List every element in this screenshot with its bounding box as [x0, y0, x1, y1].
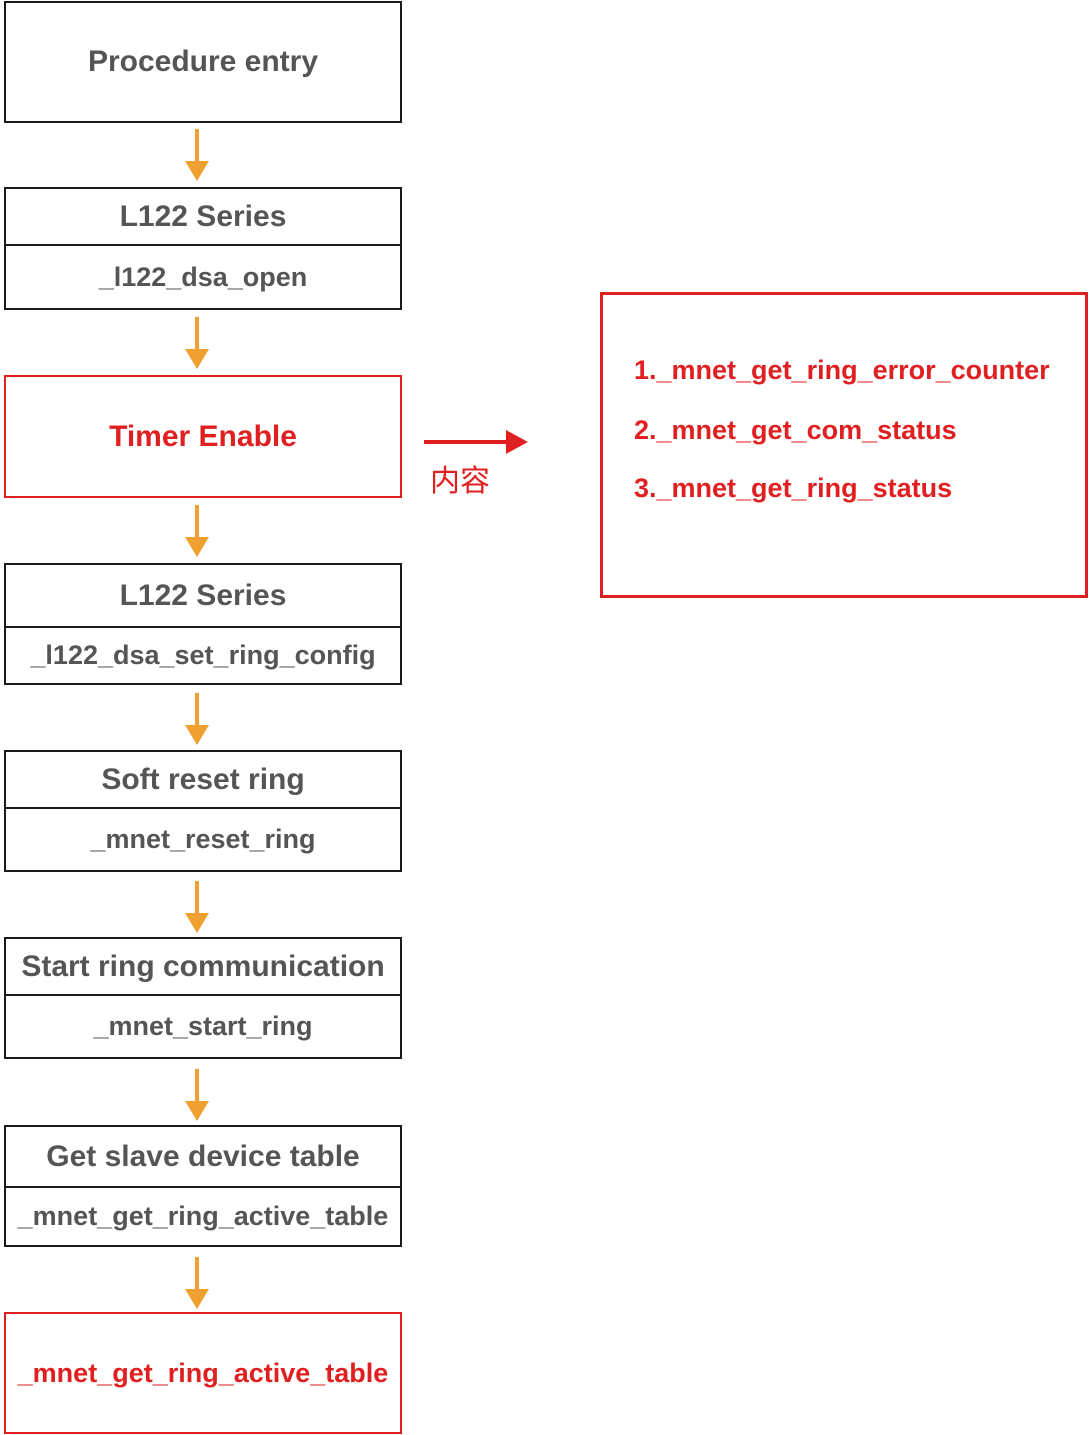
timer-content-box: 1._mnet_get_ring_error_counter 2._mnet_g… — [600, 292, 1088, 598]
start-ring-function: _mnet_start_ring — [93, 1011, 313, 1041]
procedure-entry-label: Procedure entry — [87, 45, 319, 78]
start-ring-divider — [6, 994, 400, 996]
dsa-open-divider — [6, 244, 400, 246]
soft-reset-title: Soft reset ring — [101, 762, 305, 796]
content-item-1: 1._mnet_get_ring_error_counter — [634, 355, 1050, 385]
set-ring-config-box: L122 Series _l122_dsa_set_ring_config — [4, 563, 402, 685]
dsa-open-function: _l122_dsa_open — [98, 261, 308, 292]
content-item-3: 3._mnet_get_ring_status — [634, 473, 953, 503]
soft-reset-divider — [6, 807, 400, 809]
dsa-open-box: L122 Series _l122_dsa_open — [4, 187, 402, 310]
content-item-2: 2._mnet_get_com_status — [634, 415, 957, 445]
flow-arrow-2 — [182, 317, 212, 369]
content-pointer-arrow — [424, 428, 529, 456]
set-ring-config-function: _l122_dsa_set_ring_config — [30, 640, 376, 670]
flow-arrow-4 — [182, 693, 212, 745]
slave-table-divider — [6, 1186, 400, 1188]
dsa-open-title: L122 Series — [119, 199, 287, 233]
set-ring-config-divider — [6, 626, 400, 628]
start-ring-title: Start ring communication — [21, 949, 385, 983]
flow-arrow-6 — [182, 1069, 212, 1121]
timer-enable-box: Timer Enable — [4, 375, 402, 498]
soft-reset-function: _mnet_reset_ring — [90, 824, 316, 854]
set-ring-config-title: L122 Series — [119, 578, 287, 612]
start-ring-box: Start ring communication _mnet_start_rin… — [4, 937, 402, 1059]
procedure-entry-box: Procedure entry — [4, 1, 402, 123]
slave-table-function: _mnet_get_ring_active_table — [17, 1201, 389, 1231]
slave-table-box: Get slave device table _mnet_get_ring_ac… — [4, 1125, 402, 1247]
flow-arrow-5 — [182, 881, 212, 933]
slave-table-title: Get slave device table — [46, 1139, 360, 1173]
flow-arrow-3 — [182, 505, 212, 557]
active-table-box: _mnet_get_ring_active_table — [4, 1312, 402, 1434]
content-pointer-label: 内容 — [430, 464, 490, 499]
timer-enable-label: Timer Enable — [109, 419, 297, 453]
active-table-function: _mnet_get_ring_active_table — [17, 1357, 389, 1388]
flow-arrow-1 — [182, 129, 212, 181]
flow-arrow-7 — [182, 1257, 212, 1309]
soft-reset-box: Soft reset ring _mnet_reset_ring — [4, 750, 402, 872]
